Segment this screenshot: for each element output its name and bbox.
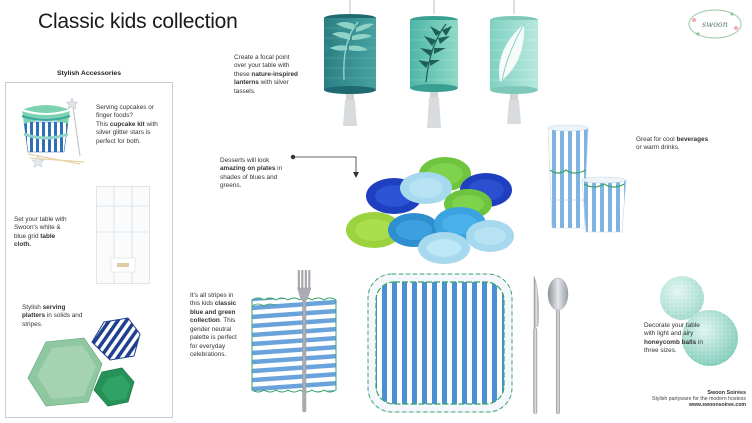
footer-tagline: Stylish partyware for the modern hostess <box>652 396 746 402</box>
platters-image <box>27 317 141 407</box>
stripes-text: It's all stripes in this kids classic bl… <box>190 292 237 359</box>
lantern-light <box>490 0 538 124</box>
plates-image <box>346 157 514 264</box>
logo-text: swoon <box>702 20 728 29</box>
cups-image <box>547 124 627 233</box>
honeycomb-image <box>660 276 738 366</box>
platters-text: Stylish serving platters in solids and s… <box>22 304 83 328</box>
cupcake-kit-text: Serving cupcakes or finger foods? This c… <box>96 104 158 145</box>
footer: Swoon Soirées Stylish partyware for the … <box>560 390 746 408</box>
plates-pointer <box>290 154 359 178</box>
cupcake-kit-image <box>21 97 85 168</box>
page-title: Classic kids collection <box>38 10 238 33</box>
lanterns-text: Create a focal point over your table wit… <box>234 54 298 95</box>
lantern-dark <box>324 0 376 126</box>
striped-plate-image <box>367 273 513 413</box>
tablecloth-image <box>96 186 150 284</box>
swoon-logo: swoon <box>688 9 742 39</box>
tablecloth-text: Set your table with Swoon's white & blue… <box>14 216 67 249</box>
honeycomb-text: Decorate your table with light and airy … <box>644 322 703 355</box>
lantern-medium <box>410 0 458 128</box>
lanterns-image <box>324 0 538 128</box>
plates-text: Desserts will look amazing on plates in … <box>220 157 283 190</box>
cutlery-image <box>533 275 569 415</box>
napkin-fork-image <box>251 270 337 413</box>
footer-url[interactable]: www.swoonsoiree.com <box>688 402 746 408</box>
sidebar-title: Stylish Accessories <box>57 70 121 77</box>
footer-brand: Swoon Soirées <box>707 390 746 396</box>
cups-text: Great for cool beverages or warm drinks. <box>636 136 709 152</box>
